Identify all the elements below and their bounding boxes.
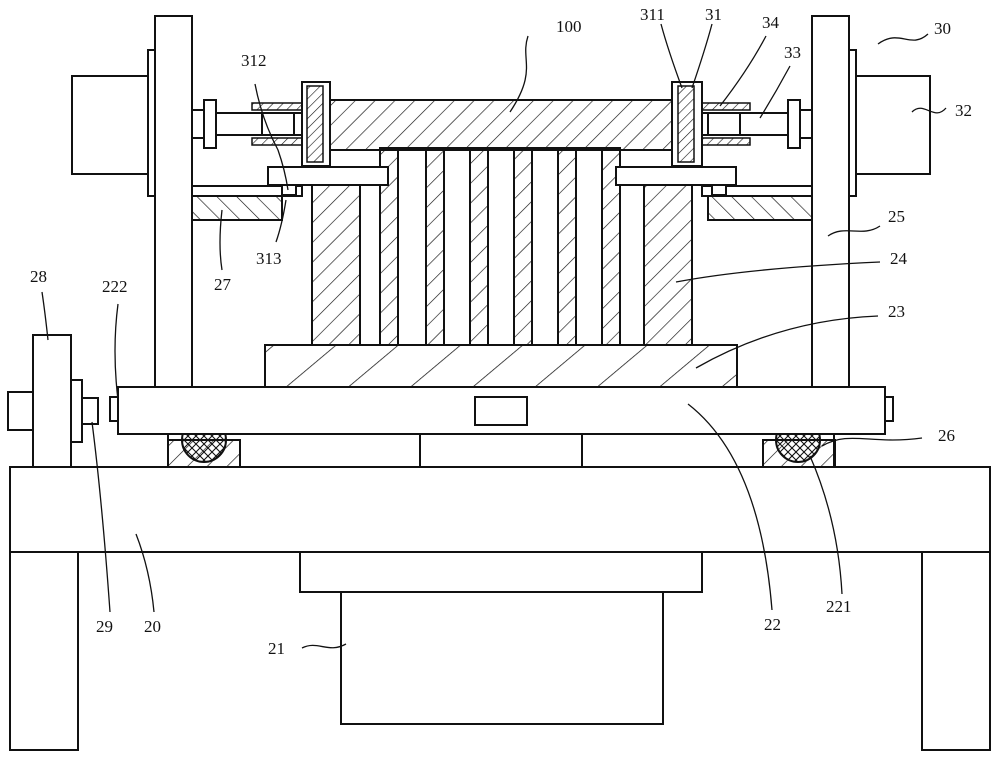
right-shaft bbox=[701, 99, 813, 149]
label-100: 100 bbox=[556, 17, 582, 36]
label-24: 24 bbox=[890, 249, 908, 268]
workpiece bbox=[329, 99, 673, 151]
clamp-heads bbox=[301, 81, 703, 167]
lower-clamp bbox=[264, 344, 738, 388]
label-29: 29 bbox=[96, 617, 113, 636]
label-33: 33 bbox=[784, 43, 801, 62]
label-221: 221 bbox=[826, 597, 852, 616]
support-plates bbox=[267, 166, 737, 196]
label-312: 312 bbox=[241, 51, 267, 70]
label-28: 28 bbox=[30, 267, 47, 286]
side-motors bbox=[71, 49, 931, 197]
left-shaft bbox=[191, 99, 303, 149]
label-30: 30 bbox=[934, 19, 951, 38]
platform bbox=[109, 386, 894, 435]
leader-lines bbox=[41, 23, 947, 649]
comb-jaws bbox=[311, 147, 693, 346]
upright-posts bbox=[154, 15, 850, 388]
bottom-motor bbox=[299, 551, 703, 725]
label-313: 313 bbox=[256, 249, 282, 268]
reference-numerals: 100 311 31 34 33 312 30 32 313 27 25 24 … bbox=[30, 5, 972, 658]
left-bracket bbox=[7, 334, 99, 468]
label-21: 21 bbox=[268, 639, 285, 658]
label-22: 22 bbox=[764, 615, 781, 634]
slide-blocks bbox=[167, 417, 836, 468]
label-26: 26 bbox=[938, 426, 955, 445]
label-20: 20 bbox=[144, 617, 161, 636]
label-222: 222 bbox=[102, 277, 128, 296]
label-311: 311 bbox=[640, 5, 665, 24]
label-32: 32 bbox=[955, 101, 972, 120]
label-31: 31 bbox=[705, 5, 722, 24]
label-25: 25 bbox=[888, 207, 905, 226]
label-23: 23 bbox=[888, 302, 905, 321]
label-34: 34 bbox=[762, 13, 780, 32]
label-27: 27 bbox=[214, 275, 232, 294]
side-brackets bbox=[191, 185, 813, 221]
base-frame bbox=[9, 466, 991, 751]
